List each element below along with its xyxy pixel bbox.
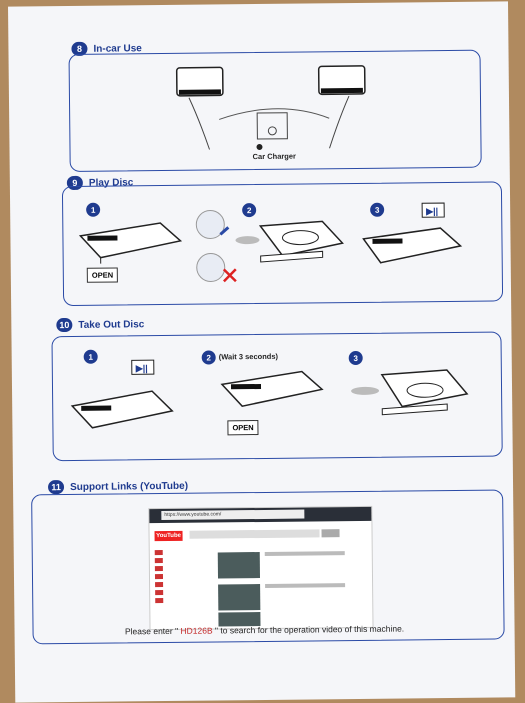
hint-prefix: Please enter " bbox=[125, 626, 178, 637]
youtube-logo: YouTube bbox=[155, 531, 183, 541]
video-title-line bbox=[265, 583, 345, 588]
manual-page: 8 In-car Use Car Charger 9 Play Disc 1 O… bbox=[8, 1, 515, 702]
player-playpause-illustration: ▶|| bbox=[360, 200, 471, 281]
section-number: 10 bbox=[56, 318, 72, 332]
youtube-screenshot: https://www.youtube.com/ YouTube bbox=[148, 506, 373, 630]
video-thumbnail bbox=[218, 584, 260, 610]
open-button-callout: OPEN bbox=[87, 267, 118, 282]
player-playpause-illustration-2: ▶|| bbox=[67, 355, 183, 436]
model-code: HD126B bbox=[180, 626, 212, 636]
sidebar-icons bbox=[155, 547, 196, 627]
svg-text:▶||: ▶|| bbox=[425, 206, 438, 216]
video-thumbnail bbox=[218, 552, 260, 578]
step-2-badge: 2 bbox=[202, 350, 216, 364]
search-icon bbox=[322, 529, 340, 537]
hint-suffix: " to search for the operation video of t… bbox=[215, 624, 404, 636]
section-title-takeout: 10 Take Out Disc bbox=[56, 317, 144, 332]
section-label: Support Links (YouTube) bbox=[70, 480, 188, 492]
wait-instruction: (Wait 3 seconds) bbox=[219, 352, 278, 362]
disc-removal-illustration bbox=[347, 368, 473, 429]
car-charger-label: Car Charger bbox=[253, 152, 296, 161]
open-button-callout-2: OPEN bbox=[227, 420, 258, 435]
player-closed-illustration-2 bbox=[217, 363, 328, 414]
car-interior-illustration bbox=[159, 58, 400, 161]
browser-url-bar: https://www.youtube.com/ bbox=[161, 510, 304, 520]
section-label: Take Out Disc bbox=[78, 319, 144, 331]
player-open-illustration bbox=[232, 217, 348, 278]
video-title-line bbox=[265, 551, 345, 556]
svg-text:▶||: ▶|| bbox=[135, 363, 148, 373]
step-2-badge: 2 bbox=[242, 203, 256, 217]
player-closed-illustration bbox=[75, 213, 186, 274]
search-input bbox=[190, 529, 320, 538]
browser-toolbar: https://www.youtube.com/ bbox=[149, 507, 371, 523]
section-title-support: 11 Support Links (YouTube) bbox=[48, 479, 188, 494]
step-3-badge: 3 bbox=[349, 351, 363, 365]
section-number: 11 bbox=[48, 480, 64, 494]
